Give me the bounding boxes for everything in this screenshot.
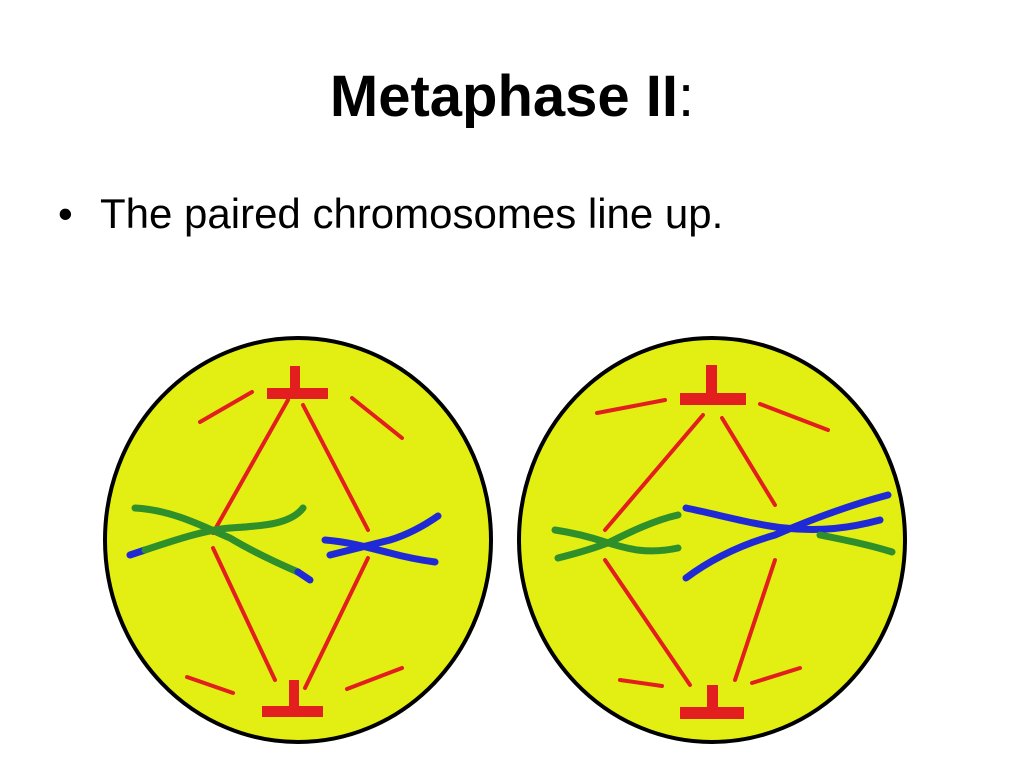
centriole-top-right [680,365,746,405]
cell-right [517,336,907,744]
cell-left [103,336,493,744]
title-text: Metaphase II [329,64,678,129]
chromosome-pair-blue-left [321,512,442,566]
cell-membrane-left [103,336,493,744]
centriole-top-left [267,366,328,399]
chromosome-pair-blue-right [682,491,896,582]
bullet-list: • The paired chromosomes line up. [58,188,723,240]
bullet-text: The paired chromosomes line up. [100,190,724,237]
spindle-fibers-right [595,398,830,688]
slide-title: Metaphase II: [0,62,1024,132]
bullet-item: • The paired chromosomes line up. [58,188,723,240]
centriole-bottom-left [262,680,323,717]
bullet-dot: • [58,190,73,237]
chromosome-pair-green-left [126,504,314,584]
centriole-bottom-right [680,685,744,719]
chromosome-pair-green-right [551,511,682,562]
spindle-fibers-left [185,390,404,695]
title-colon: : [678,64,695,129]
cell-membrane-right [517,336,907,744]
